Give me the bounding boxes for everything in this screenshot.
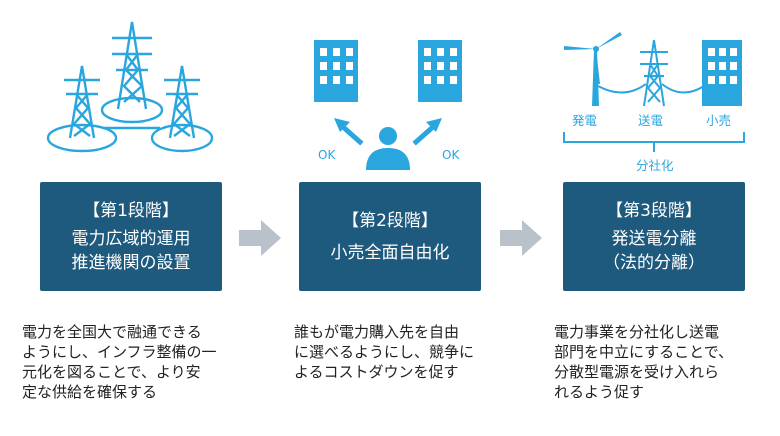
arrow-right-icon-2	[500, 220, 542, 256]
gen-label: 発電	[572, 113, 598, 128]
person-head-icon	[379, 127, 397, 145]
stage-2-description: 誰もが電力購入先を自由 に選べるようにし、競争に よるコストダウンを促す	[294, 322, 474, 382]
transmission-network-icon	[46, 21, 214, 153]
ok-left-label: OK	[318, 148, 336, 162]
buildings-person-svg	[314, 40, 462, 170]
stage-3-description: 電力事業を分社化し送電 部門を中立にすることで、 分散型電源を受け入れら れるよ…	[554, 322, 733, 402]
stage-1-description: 電力を全国大で融通できる ようにし、インフラ整備の一 元化を図ることで、より安 …	[22, 322, 217, 402]
ok-right-label: OK	[442, 148, 460, 162]
stage-1-desc-line-2: ようにし、インフラ整備の一	[22, 343, 217, 361]
stage-1-desc-line-4: 定な供給を確保する	[22, 383, 158, 401]
stage-1-box: 【第1段階】 電力広域的運用 推進機関の設置	[40, 182, 222, 291]
stage-2-desc-line-1: 誰もが電力購入先を自由	[294, 323, 460, 341]
stage-3-label: 【第3段階】	[606, 200, 702, 221]
stage-1-desc-line-3: 元化を図ることで、より安	[22, 363, 201, 381]
stage-1-desc-line-1: 電力を全国大で融通できる	[22, 323, 202, 341]
unbundling-icon: 発電 送電 小売 分社化	[556, 24, 752, 176]
stage-2-desc-line-3: よるコストダウンを促す	[294, 363, 459, 381]
stage-3-title-line-1: 発送電分離	[611, 228, 697, 249]
stage-2-box: 【第2段階】 小売全面自由化	[299, 182, 481, 291]
stage-1-title-line-1: 電力広域的運用	[71, 228, 191, 249]
retail-label: 小売	[706, 113, 732, 128]
arrow-right-icon-1	[239, 220, 281, 256]
stage-3-desc-line-2: 部門を中立にすることで、	[554, 343, 734, 361]
person-body-icon	[366, 148, 410, 170]
stage-3-desc-line-3: 分散型電源を受け入れら	[554, 363, 720, 381]
unbundling-svg	[563, 32, 745, 152]
stage-3-desc-line-1: 電力事業を分社化し送電	[554, 323, 720, 341]
split-label: 分社化	[636, 158, 674, 173]
stage-3-box: 【第3段階】 発送電分離 （法的分離）	[563, 182, 745, 291]
trans-label: 送電	[638, 113, 664, 128]
stage-2-desc-line-2: に選べるようにし、競争に	[294, 343, 475, 361]
wind-turbine-icon	[564, 32, 622, 106]
stage-1-label: 【第1段階】	[83, 200, 179, 221]
stage-1-title-line-2: 推進機関の設置	[71, 252, 191, 273]
tower-small-icon	[640, 39, 668, 107]
stage-3-desc-line-4: れるよう促す	[554, 383, 645, 401]
stage-3-title-line-2: （法的分離）	[603, 252, 705, 273]
stage-2-title-line-1: 小売全面自由化	[330, 242, 450, 263]
stage-2-label: 【第2段階】	[342, 210, 438, 231]
consumer-choice-icon: OK OK	[296, 36, 480, 172]
